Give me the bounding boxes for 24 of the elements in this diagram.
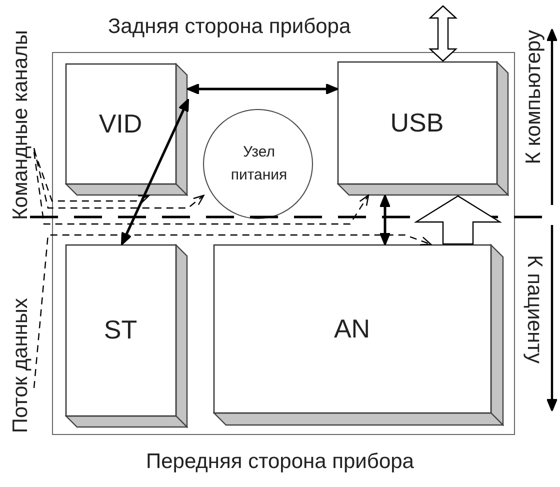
arrow (379, 194, 391, 246)
dashed-arrow (33, 150, 150, 204)
arrow (120, 98, 190, 246)
side-caption: Передняя сторона прибора (146, 450, 414, 474)
block-arrow (414, 195, 502, 245)
module-block (213, 244, 504, 426)
module-block (337, 61, 509, 196)
node-label: Узел питания (230, 142, 288, 185)
node-label: USB (389, 106, 445, 139)
circle-node (203, 109, 313, 219)
node-label: VID (98, 107, 144, 140)
arrow (186, 83, 339, 95)
block-arrow (428, 5, 458, 62)
device-frame (52, 52, 515, 435)
dashed-arrow (33, 152, 370, 225)
side-caption: К компьютеру (522, 30, 546, 164)
side-caption: К пациенту (522, 255, 546, 364)
module-block (65, 244, 188, 428)
module-block (65, 63, 188, 196)
node-label: ST (102, 314, 138, 346)
dashed-arrow (33, 148, 204, 209)
side-caption: Задняя сторона прибора (108, 15, 351, 39)
dashed-arrow (33, 234, 432, 388)
node-label: AN (332, 312, 372, 345)
